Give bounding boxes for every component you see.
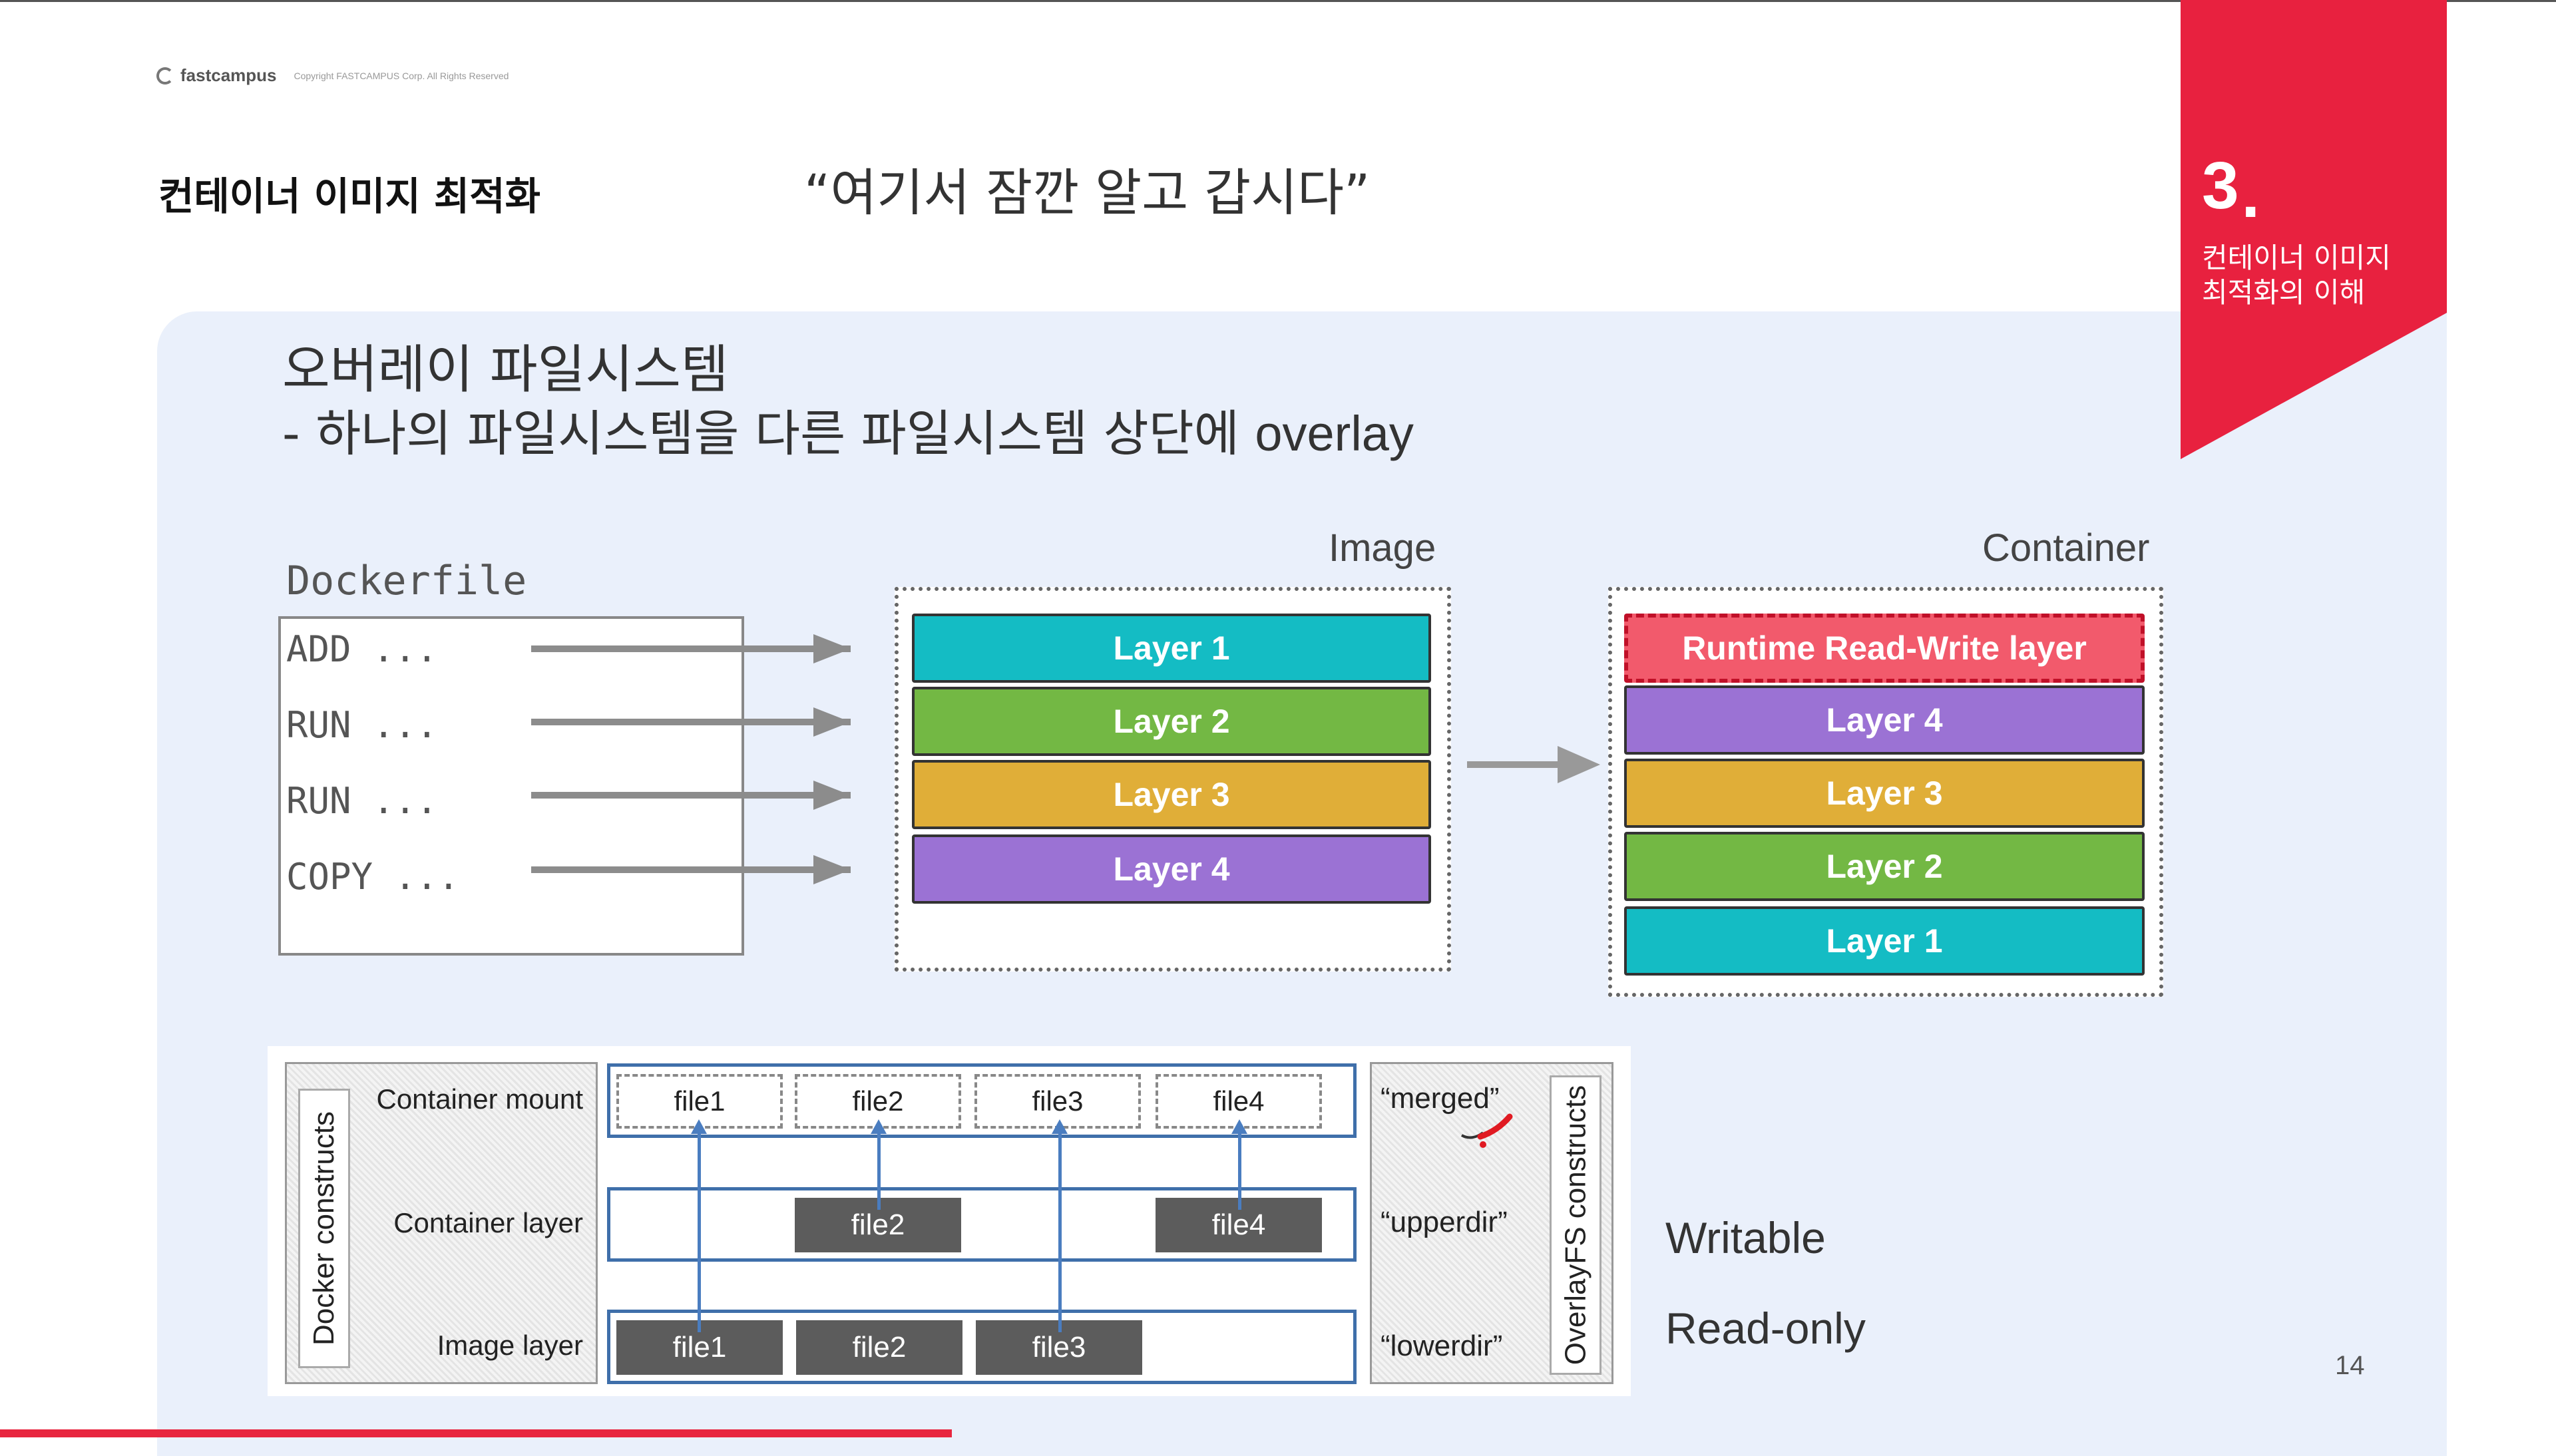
readonly-note: Read-only [1665, 1304, 1866, 1353]
page-quote: “여기서 잠깐 알고 갑시다” [804, 163, 1371, 222]
arrow-right-icon [1558, 746, 1600, 783]
dockerfile-box [278, 616, 744, 956]
container-layer-label: Container layer [393, 1207, 583, 1238]
container-mount-label: Container mount [376, 1083, 583, 1115]
file3-connector-line [1058, 1129, 1062, 1332]
dockerfile-line: COPY ... [286, 856, 460, 898]
pen-annotation-icon [1460, 1113, 1513, 1148]
container-layer: Layer 2 [1624, 832, 2145, 901]
dockerfile-arrow-shaft [531, 645, 851, 652]
arrow-up-icon [1231, 1119, 1247, 1134]
chapter-subtitle: 컨테이너 이미지 최적화의 이해 [2202, 241, 2428, 310]
section-title: 오버레이 파일시스템 [282, 340, 729, 400]
chapter-number-dot: . [2240, 168, 2261, 230]
section-subtitle: - 하나의 파일시스템을 다른 파일시스템 상단에 overlay [282, 402, 1414, 466]
image-to-container-arrow-shaft [1467, 761, 1587, 768]
dockerfile-line: ADD ... [286, 628, 438, 670]
upperdir-label: “upperdir” [1381, 1206, 1508, 1238]
arrow-up-icon [1052, 1119, 1068, 1134]
dockerfile-arrow-shaft [531, 719, 851, 725]
chapter-number: 3 [2202, 148, 2239, 223]
copyright-text: Copyright FASTCAMPUS Corp. All Rights Re… [294, 70, 509, 81]
image-layer-label: Image layer [437, 1330, 583, 1361]
lower-file: file3 [976, 1320, 1142, 1375]
image-layer: Layer 4 [912, 834, 1431, 904]
container-label: Container [1982, 526, 2150, 570]
overlayfs-constructs-text: OverlayFS constructs [1559, 1085, 1592, 1365]
container-layer: Layer 4 [1624, 685, 2145, 755]
container-layer: Layer 1 [1624, 906, 2145, 976]
docker-constructs-text: Docker constructs [308, 1111, 341, 1346]
page-title: 컨테이너 이미지 최적화 [158, 174, 540, 219]
arrow-up-icon [691, 1119, 707, 1134]
dockerfile-line: RUN ... [286, 780, 438, 822]
container-rw-layer: Runtime Read-Write layer [1624, 614, 2145, 683]
section-subtitle-english: overlay [1255, 406, 1414, 461]
writable-note: Writable [1665, 1213, 1826, 1262]
arrow-up-icon [871, 1119, 887, 1134]
chapter-subtitle-line1: 컨테이너 이미지 [2202, 242, 2391, 274]
arrow-right-icon [813, 634, 851, 663]
file2-connector-line [877, 1129, 881, 1210]
slide-progress-bar [0, 1429, 952, 1437]
upper-file: file4 [1156, 1198, 1322, 1252]
lower-file: file2 [796, 1320, 962, 1375]
top-divider [0, 0, 2556, 2]
chapter-subtitle-line2: 최적화의 이해 [2202, 276, 2366, 309]
file1-connector-line [698, 1129, 701, 1332]
image-layer: Layer 3 [912, 760, 1431, 829]
logo-text: fastcampus [180, 65, 277, 85]
image-layer: Layer 2 [912, 687, 1431, 756]
dockerfile-arrow-shaft [531, 866, 851, 873]
container-layer: Layer 3 [1624, 759, 2145, 828]
docker-constructs-label: Docker constructs [298, 1089, 350, 1368]
image-label: Image [1329, 526, 1436, 570]
lowerdir-label: “lowerdir” [1381, 1330, 1503, 1362]
fastcampus-logo-icon [156, 67, 174, 85]
dockerfile-title: Dockerfile [286, 558, 527, 604]
section-subtitle-korean: - 하나의 파일시스템을 다른 파일시스템 상단에 [282, 405, 1255, 462]
image-layer: Layer 1 [912, 614, 1431, 683]
chapter-ribbon [2181, 0, 2447, 459]
arrow-right-icon [813, 781, 851, 810]
file4-connector-line [1238, 1129, 1241, 1210]
brand-logo: fastcampus Copyright FASTCAMPUS Corp. Al… [156, 65, 509, 86]
dockerfile-line: RUN ... [286, 704, 438, 746]
merged-dir-label: “merged” [1381, 1082, 1500, 1115]
arrow-right-icon [813, 707, 851, 737]
arrow-right-icon [813, 855, 851, 884]
overlayfs-constructs-label: OverlayFS constructs [1550, 1075, 1601, 1375]
page-number: 14 [2335, 1351, 2365, 1380]
dockerfile-arrow-shaft [531, 792, 851, 799]
